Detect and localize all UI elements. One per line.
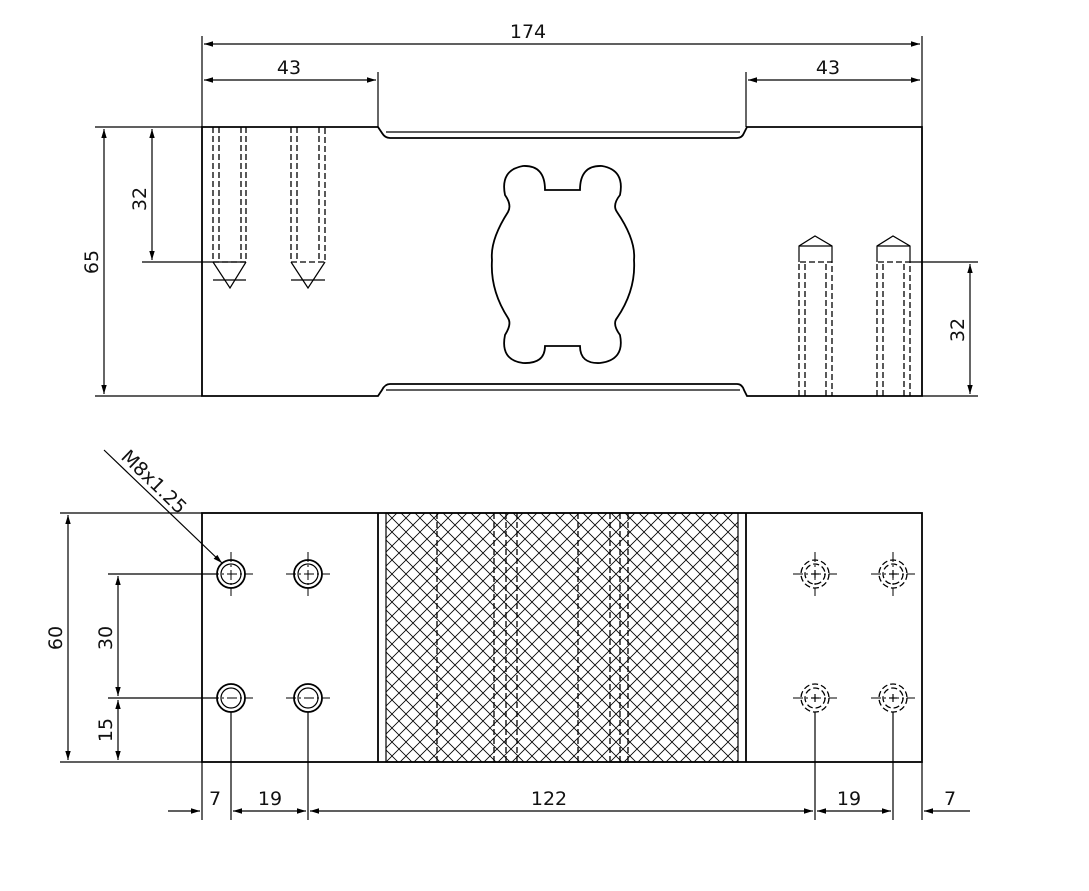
- dim-left-mount-text: 43: [277, 57, 301, 79]
- bottom-view-left-holes: [209, 552, 330, 713]
- gauge-hidden-lines: [436, 513, 629, 762]
- center-aperture: [490, 165, 636, 364]
- hole-right-top-1: [793, 552, 837, 596]
- hole-left-top-1: [209, 552, 253, 596]
- dim-hole-offset-bottom: 15: [95, 700, 121, 760]
- dim-right-mount-text: 43: [816, 57, 840, 79]
- dim-overall-length: 174: [201, 21, 923, 127]
- thread-callout-text: M8x1.25: [117, 446, 191, 519]
- dim-overall-height: 65: [81, 126, 202, 397]
- dim-left-mount: 43: [204, 57, 379, 127]
- hole-left-bottom-2: [286, 683, 330, 713]
- hole-right-bottom-1: [793, 683, 837, 713]
- dim-right-edge-offset-text: 7: [944, 788, 956, 810]
- dim-hole-spacing-vertical-text: 30: [95, 626, 117, 650]
- dim-center-distance-text: 122: [531, 788, 567, 810]
- thread-callout: M8x1.25: [103, 446, 223, 564]
- dim-left-edge-offset-text: 7: [209, 788, 221, 810]
- bottom-view-right-holes: [793, 552, 915, 713]
- hole-right-top-2: [871, 552, 915, 596]
- hole-right-bottom-2: [871, 683, 915, 713]
- dim-right-mount: 43: [745, 57, 920, 127]
- dim-right-hole-depth: 32: [910, 261, 978, 397]
- bottom-view: M8x1.25 60 30 15: [45, 446, 970, 820]
- dim-hole-spacing-vertical: 30: [95, 573, 216, 699]
- dim-overall-length-text: 174: [510, 21, 546, 43]
- top-view-left-holes: [212, 127, 326, 290]
- dim-overall-width: 60: [45, 512, 202, 763]
- dim-left-hole-pitch-text: 19: [258, 788, 282, 810]
- top-view: 174 43 43 65 32: [81, 21, 978, 397]
- dim-chain-bottom: 7 19 122 19 7: [168, 712, 970, 820]
- dim-left-hole-depth-text: 32: [129, 187, 151, 211]
- dim-overall-width-text: 60: [45, 626, 67, 650]
- dim-overall-height-text: 65: [81, 250, 103, 274]
- top-view-right-holes: [798, 235, 911, 396]
- dim-left-hole-depth: 32: [129, 129, 246, 263]
- dim-hole-offset-bottom-text: 15: [95, 718, 117, 742]
- dim-right-hole-pitch-text: 19: [837, 788, 861, 810]
- gauge-hatch-area: [385, 512, 739, 763]
- dim-right-hole-depth-text: 32: [947, 318, 969, 342]
- hole-left-top-2: [286, 552, 330, 596]
